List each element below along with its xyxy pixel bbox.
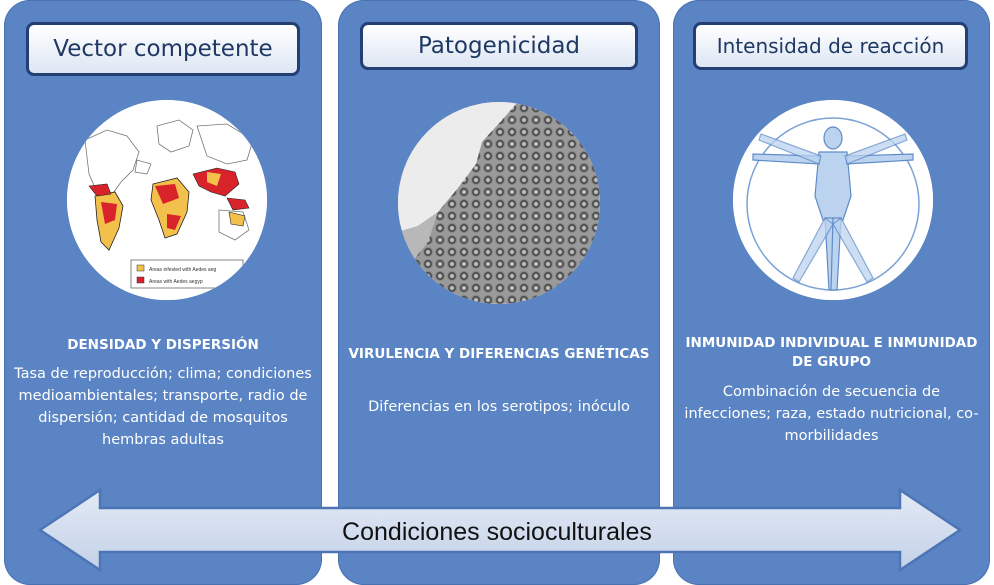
double-arrow: Condiciones socioculturales (37, 487, 963, 573)
panel-heading: INMUNIDAD INDIVIDUAL E INMUNIDAD DE GRUP… (685, 335, 978, 370)
panel-heading: DENSIDAD Y DISPERSIÓN (67, 337, 259, 353)
panel-heading: VIRULENCIA Y DIFERENCIAS GENÉTICAS (348, 346, 650, 362)
panel-title: Patogenicidad (360, 22, 638, 70)
vitruvian-man-image (733, 100, 933, 300)
panel-body: Diferencias en los serotipos; inóculo (368, 399, 630, 415)
vitruvian-man-icon (733, 100, 933, 300)
panel-patogenicidad: Patogenicidad VIRULENCIA Y DIFERENCIAS G… (338, 0, 660, 585)
map-legend-aegypti: Areas with Aedes aegyp (149, 279, 203, 285)
panel-body: Tasa de reproducción; clima; condiciones… (14, 366, 312, 448)
virus-micrograph-icon (398, 102, 600, 304)
panel-intensidad-reaccion: Intensidad de reacción (673, 0, 990, 585)
arrow-label: Condiciones socioculturales (342, 518, 652, 546)
map-legend-infested: Areas infested with Aedes aeg (149, 267, 216, 273)
world-map-image: Areas infested with Aedes aeg Areas with… (67, 100, 267, 300)
panel-body: Combinación de secuencia de infecciones;… (684, 384, 979, 444)
virus-micrograph-image (398, 102, 600, 304)
double-arrow-shape (37, 487, 963, 573)
world-map-icon: Areas infested with Aedes aeg Areas with… (67, 100, 267, 300)
panel-title: Vector competente (26, 22, 300, 76)
panel-vector-competente: Vector competente (4, 0, 322, 585)
panel-title: Intensidad de reacción (693, 22, 968, 70)
